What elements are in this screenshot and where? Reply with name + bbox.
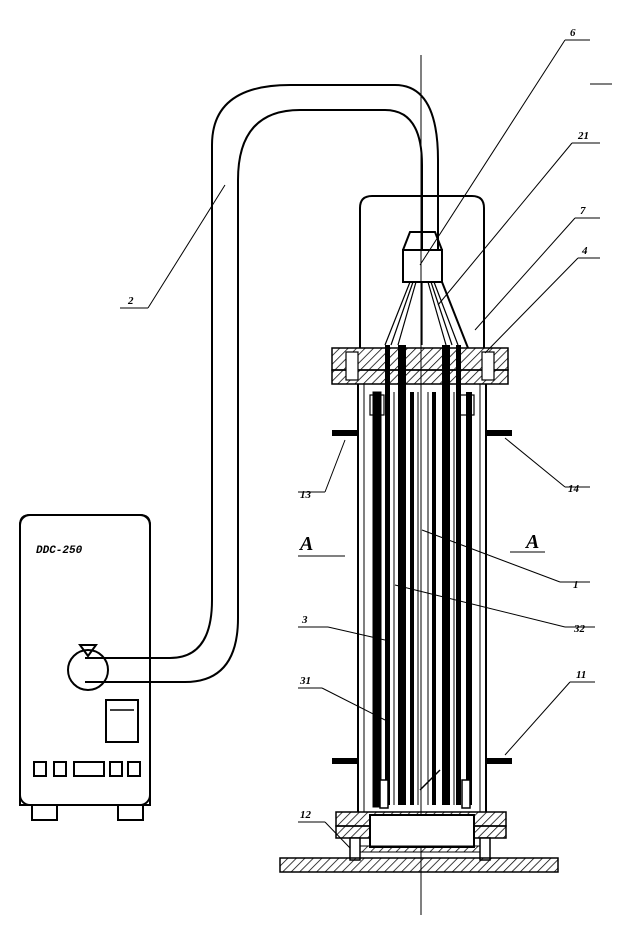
psu-button xyxy=(33,761,47,777)
label-21: 21 xyxy=(577,130,589,142)
label-1: 1 xyxy=(573,579,579,591)
psu-foot-right xyxy=(117,804,144,821)
section-label-a-left: A xyxy=(298,533,313,555)
psu-button xyxy=(127,761,141,777)
psu-foot-left xyxy=(31,804,58,821)
psu-button xyxy=(53,761,67,777)
psu-display xyxy=(73,761,105,777)
hose xyxy=(85,84,439,683)
psu-button xyxy=(109,761,123,777)
bottom-flange xyxy=(335,811,507,861)
psu-model-label: DDC-250 xyxy=(36,545,83,557)
power-supply: DDC-250 xyxy=(19,514,151,821)
label-14: 14 xyxy=(568,483,580,495)
label-7: 7 xyxy=(580,205,586,217)
label-31: 31 xyxy=(299,675,311,687)
label-6: 6 xyxy=(570,27,576,39)
section-label-a-right: A xyxy=(524,531,539,553)
label-11: 11 xyxy=(576,669,586,681)
label-4: 4 xyxy=(581,245,588,257)
electrode-bundle xyxy=(369,345,475,809)
label-3: 3 xyxy=(301,614,308,626)
upper-housing xyxy=(359,195,485,349)
label-12: 12 xyxy=(300,809,312,821)
label-13: 13 xyxy=(300,489,312,501)
psu-dial xyxy=(67,649,109,691)
cable-gland xyxy=(402,249,443,283)
ground-base xyxy=(279,857,559,873)
nozzle-11-left xyxy=(332,758,358,764)
label-2: 2 xyxy=(127,295,134,307)
vessel-body xyxy=(332,384,512,812)
leader-lines xyxy=(120,39,600,849)
psu-dial-pointer xyxy=(78,644,98,658)
nozzle-11 xyxy=(486,758,512,764)
nozzle-14 xyxy=(486,430,512,436)
top-flange xyxy=(331,347,509,385)
nozzle-13 xyxy=(332,430,358,436)
label-32: 32 xyxy=(573,623,586,635)
psu-meter xyxy=(105,699,139,743)
